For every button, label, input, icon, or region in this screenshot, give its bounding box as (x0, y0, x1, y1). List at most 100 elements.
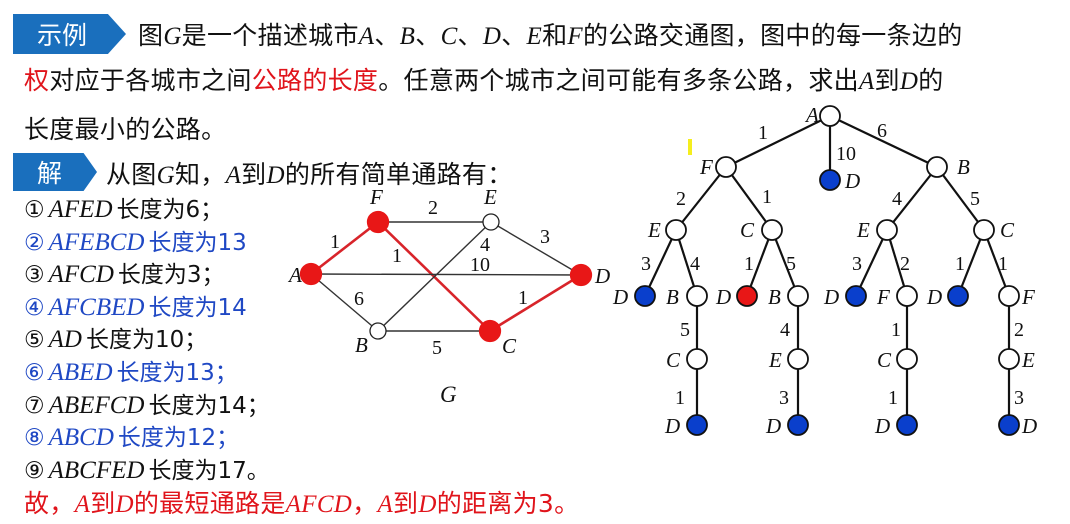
math-symbol: B (399, 23, 416, 50)
tree-node-D (947, 285, 969, 307)
tree-weight-label: 10 (836, 143, 856, 165)
path-name: AFCD (48, 261, 114, 289)
tree-node-E (787, 348, 809, 370)
text-run: 到 (874, 66, 900, 95)
text-run: 的所有简单通路有： (284, 160, 513, 189)
tree-node-label: B (666, 285, 679, 309)
node-label: A (287, 263, 302, 287)
math-symbol: E (526, 23, 543, 50)
path-length: 长度为14； (148, 392, 270, 419)
tree-weight-label: 4 (892, 188, 902, 210)
conclusion: 故，A到D的最短通路是AFCD，A到D的距离为3。 (24, 484, 579, 520)
text-run: 是一个描述城市 (181, 21, 359, 50)
graph-caption: G (440, 382, 457, 407)
text-run: ， (352, 489, 378, 518)
graph-edge-AD (310, 273, 582, 276)
tree-weight-label: 1 (888, 387, 898, 409)
tree-edge (675, 166, 727, 231)
text-run: 、 (415, 21, 441, 50)
path-length: 长度为10； (85, 327, 208, 354)
tree-node-label: D (664, 414, 680, 438)
tree-node-C (973, 219, 995, 241)
tree-node-label: D (874, 414, 890, 438)
path-number: ③ (24, 262, 45, 289)
path-length: 长度为17。 (148, 457, 270, 484)
tree-node-D (787, 414, 809, 436)
node-label: D (594, 264, 610, 288)
tree-node-B (926, 156, 948, 178)
tree-edge (725, 166, 773, 231)
node-label: C (502, 334, 517, 358)
path-name: ABEFCD (48, 391, 145, 419)
math-symbol: D (482, 23, 502, 50)
graph-edge-AF (310, 220, 379, 276)
tree-node-label: D (715, 285, 731, 309)
tree-node-B (787, 285, 809, 307)
tree-node-label: C (740, 218, 755, 242)
text-run: 和 (542, 21, 568, 50)
tree-node-label: B (957, 155, 970, 179)
tree-weight-label: 1 (891, 319, 901, 341)
tree-node-label: E (768, 348, 782, 372)
graph-node-E (482, 213, 500, 231)
tree-node-C (761, 219, 783, 241)
tree-node-D (686, 414, 708, 436)
text-run: 的最短通路是 (133, 489, 286, 518)
tree-node-F (896, 285, 918, 307)
tree-edge (725, 115, 831, 168)
highlight-text: 权 (24, 66, 50, 95)
tree-node-label: B (768, 285, 781, 309)
edge-weight-label: 5 (432, 337, 442, 359)
edge-weight-label: 1 (392, 245, 402, 267)
tree-node-F (715, 156, 737, 178)
graph-node-D (569, 263, 593, 287)
tree-weight-label: 2 (1014, 319, 1024, 341)
tree-node-label: D (844, 169, 860, 193)
tree-edge (956, 229, 986, 297)
text-run: 的公路交通图，图中的每一条边的 (583, 21, 963, 50)
tree-node-E (876, 219, 898, 241)
tree-weight-label: 3 (641, 253, 651, 275)
example-badge-label: 示例 (37, 21, 88, 50)
path-number: ② (24, 229, 45, 256)
edge-weight-label: 2 (428, 197, 438, 219)
text-run: 到 (90, 489, 116, 518)
tree-weight-label: 6 (877, 120, 887, 142)
node-label: E (483, 185, 497, 209)
tree-node-label: A (804, 103, 819, 127)
math-symbol: D (418, 491, 437, 518)
tree-edge (936, 166, 985, 231)
graph-edge-AB (310, 273, 379, 332)
edge-weight-label: 6 (354, 288, 364, 310)
problem-line-2: 权对应于各城市之间公路的长度。任意两个城市之间可能有多条公路，求出A到D的 (24, 61, 944, 97)
tree-weight-label: 1 (675, 387, 685, 409)
tree-node-label: D (823, 285, 839, 309)
tree-node-label: C (666, 348, 681, 372)
path-length: 长度为13 (148, 229, 247, 256)
path-number: ① (24, 197, 45, 223)
path-number: ⑨ (24, 457, 45, 484)
example-badge: 示例 (13, 14, 126, 54)
graph-edge-ED (490, 221, 582, 276)
problem-line-3: 长度最小的公路。 (24, 115, 227, 144)
math-symbol: G (163, 23, 182, 50)
path-name: AFCBED (48, 293, 145, 321)
tree-node-E (998, 348, 1020, 370)
tree-weight-label: 5 (970, 188, 980, 210)
tree-edge (982, 229, 1011, 297)
tree-weight-label: 1 (744, 253, 754, 275)
tree-node-E (665, 219, 687, 241)
tree-node-label: F (1021, 285, 1035, 309)
text-run: 的距离为3。 (436, 489, 580, 518)
tree-weight-label: 4 (780, 319, 790, 341)
path-length: 长度为12； (117, 425, 240, 452)
text-run: 故， (24, 489, 75, 518)
math-symbol: AFCD (285, 491, 353, 518)
path-number: ⑦ (24, 392, 45, 419)
solution-badge: 解 (13, 153, 97, 191)
